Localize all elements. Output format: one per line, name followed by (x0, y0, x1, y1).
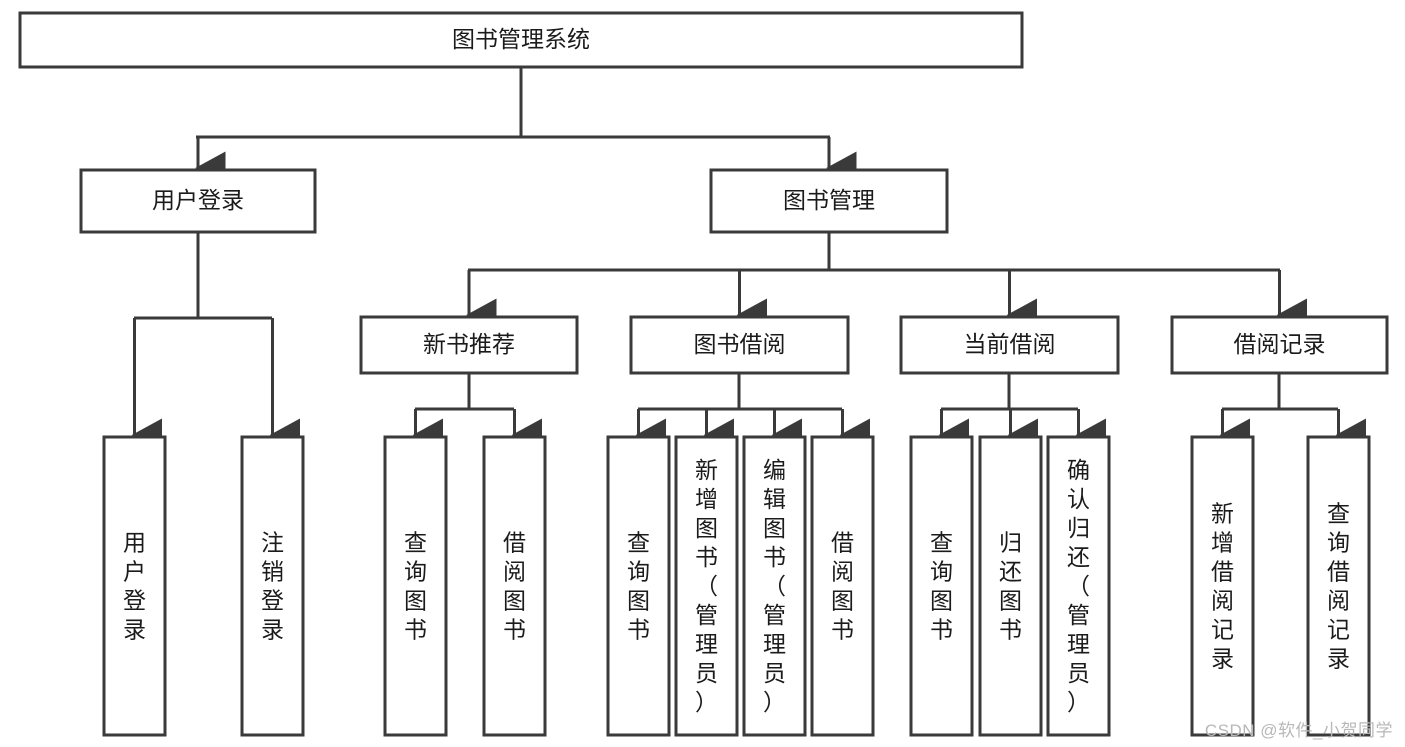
node-book-management[interactable]: 图书管理 (709, 168, 949, 234)
node-book-borrow[interactable]: 图书借阅 (629, 315, 850, 375)
node-box-query-book-1[interactable] (383, 435, 448, 737)
node-label-new-book-recommend: 新书推荐 (423, 331, 515, 357)
node-label-query-book-3: 查询图书 (930, 530, 953, 643)
node-query-book-1[interactable]: 查询图书 (383, 435, 448, 737)
node-edit-book[interactable]: 编辑图书（管理员） (742, 435, 807, 737)
node-label-query-book-1: 查询图书 (404, 530, 427, 643)
node-borrow-book-2[interactable]: 借阅图书 (810, 435, 875, 737)
csdn-watermark: CSDN @软件_小贺同学 (1204, 721, 1393, 740)
node-label-borrow-book-1: 借阅图书 (503, 530, 526, 643)
node-borrow-book-1[interactable]: 借阅图书 (482, 435, 547, 737)
nodes-layer: 图书管理系统用户登录图书管理新书推荐图书借阅当前借阅借阅记录用户登录注销登录查询… (18, 11, 1389, 737)
node-label-book-borrow: 图书借阅 (694, 331, 786, 357)
node-box-user-login[interactable] (79, 168, 317, 234)
node-box-add-book[interactable] (674, 435, 739, 737)
node-box-user-login-do[interactable] (102, 435, 167, 737)
node-box-add-borrow-record[interactable] (1190, 435, 1255, 737)
node-borrow-record[interactable]: 借阅记录 (1170, 315, 1389, 375)
node-label-book-management: 图书管理 (783, 187, 875, 213)
node-box-query-book-2[interactable] (606, 435, 671, 737)
node-new-book-recommend[interactable]: 新书推荐 (359, 315, 579, 375)
node-label-borrow-book-2: 借阅图书 (831, 530, 854, 643)
node-confirm-return[interactable]: 确认归还（管理员） (1046, 435, 1111, 737)
node-add-book[interactable]: 新增图书（管理员） (674, 435, 739, 737)
node-box-borrow-record[interactable] (1170, 315, 1389, 375)
node-label-current-borrow: 当前借阅 (964, 331, 1056, 357)
node-return-book[interactable]: 归还图书 (978, 435, 1043, 737)
node-box-query-book-3[interactable] (909, 435, 974, 737)
node-label-user-login: 用户登录 (152, 187, 244, 213)
node-query-borrow-record[interactable]: 查询借阅记录 (1306, 435, 1371, 737)
node-query-book-2[interactable]: 查询图书 (606, 435, 671, 737)
node-current-borrow[interactable]: 当前借阅 (899, 315, 1120, 375)
node-box-book-management[interactable] (709, 168, 949, 234)
node-label-add-borrow-record: 新增借阅记录 (1211, 501, 1234, 672)
node-label-add-book: 新增图书（管理员） (695, 457, 718, 715)
node-box-root[interactable] (18, 11, 1024, 69)
node-user-logout[interactable]: 注销登录 (240, 435, 305, 737)
node-add-borrow-record[interactable]: 新增借阅记录 (1190, 435, 1255, 737)
node-label-return-book: 归还图书 (999, 530, 1022, 643)
node-box-borrow-book-2[interactable] (810, 435, 875, 737)
node-box-book-borrow[interactable] (629, 315, 850, 375)
connectors-layer (131, 67, 1366, 452)
node-label-query-borrow-record: 查询借阅记录 (1327, 501, 1350, 672)
node-box-borrow-book-1[interactable] (482, 435, 547, 737)
node-label-query-book-2: 查询图书 (627, 530, 650, 643)
node-query-book-3[interactable]: 查询图书 (909, 435, 974, 737)
node-box-edit-book[interactable] (742, 435, 807, 737)
node-label-confirm-return: 确认归还（管理员） (1067, 457, 1090, 715)
node-root[interactable]: 图书管理系统 (18, 11, 1024, 69)
node-box-return-book[interactable] (978, 435, 1043, 737)
node-user-login-do[interactable]: 用户登录 (102, 435, 167, 737)
node-box-confirm-return[interactable] (1046, 435, 1111, 737)
node-box-query-borrow-record[interactable] (1306, 435, 1371, 737)
node-label-user-login-do: 用户登录 (123, 530, 146, 643)
node-label-edit-book: 编辑图书（管理员） (763, 457, 786, 715)
node-label-user-logout: 注销登录 (261, 530, 284, 643)
node-label-borrow-record: 借阅记录 (1234, 331, 1326, 357)
node-box-new-book-recommend[interactable] (359, 315, 579, 375)
node-box-user-logout[interactable] (240, 435, 305, 737)
node-label-root: 图书管理系统 (452, 26, 590, 52)
node-box-current-borrow[interactable] (899, 315, 1120, 375)
node-user-login[interactable]: 用户登录 (79, 168, 317, 234)
